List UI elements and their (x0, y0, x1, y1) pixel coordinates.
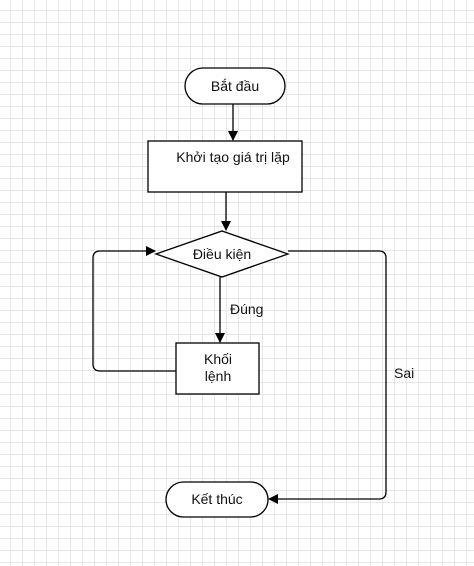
condition-node[interactable]: Điều kiện (154, 230, 290, 278)
start-label: Bắt đầu (211, 78, 259, 94)
arrow-condition-to-end (268, 250, 387, 504)
false-edge-label: Sai (394, 365, 414, 381)
end-node[interactable]: Kết thúc (165, 481, 269, 518)
init-node[interactable]: Khởi tạo giá trị lặp (147, 140, 303, 193)
condition-label: Điều kiện (193, 246, 251, 262)
end-label: Kết thúc (191, 491, 242, 507)
init-label: Khởi tạo giá trị lặp (176, 149, 290, 165)
true-edge-label: Đúng (230, 301, 263, 317)
body-node[interactable]: Khối lệnh (175, 342, 260, 395)
start-node[interactable]: Bắt đầu (184, 67, 286, 105)
body-label-line-2: lệnh (205, 368, 231, 384)
body-label-line-1: Khối (204, 351, 232, 367)
arrow-loop-back (92, 246, 176, 372)
